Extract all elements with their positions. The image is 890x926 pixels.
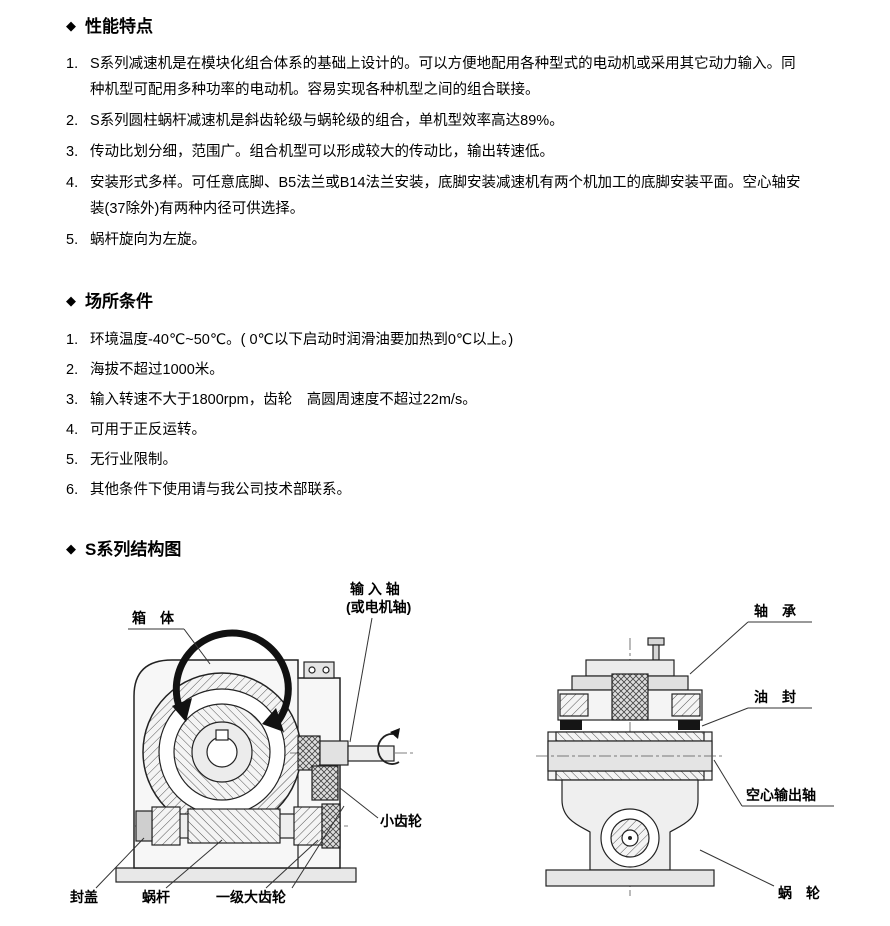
label-housing: 箱 体 (132, 610, 175, 626)
gearbox-side-view (115, 629, 414, 883)
list-item: 1. 环境温度-40℃~50℃。( 0℃以下启动时润滑油要加热到0℃以上。) (66, 326, 802, 355)
label-bearing: 轴 承 (754, 603, 796, 619)
item-text: 无行业限制。 (90, 452, 177, 468)
list-item: 5. 无行业限制。 (66, 446, 802, 475)
label-input-shaft: 输 入 轴 (350, 581, 400, 597)
label-oil-seal: 油 封 (754, 689, 796, 705)
list-item: 2. 海拔不超过1000米。 (66, 356, 802, 385)
item-number: 5. (66, 452, 79, 468)
list-item: 2. S系列圆柱蜗杆减速机是斜齿轮级与蜗轮级的组合，单机型效率高达89%。 (66, 108, 802, 134)
structure-diagram-figure: 箱 体 输 入 轴 (或电机轴) 小齿轮 封盖 蜗杆 一级大齿轮 (0, 574, 890, 924)
item-text: 蜗杆旋向为左旋。 (90, 232, 206, 248)
condition-list: 1. 环境温度-40℃~50℃。( 0℃以下启动时润滑油要加热到0℃以上。) 2… (66, 326, 802, 505)
label-input-shaft-sub: (或电机轴) (346, 599, 411, 615)
item-number: 4. (66, 422, 79, 438)
list-item: 3. 传动比划分细，范围广。组合机型可以形成较大的传动比，输出转速低。 (66, 139, 802, 165)
item-number: 6. (66, 482, 79, 498)
label-first-stage-gear: 一级大齿轮 (216, 889, 286, 905)
section-view-callouts: 轴 承 油 封 空心输出轴 蜗 轮 (689, 603, 834, 901)
item-number: 5. (66, 232, 79, 248)
item-text: 海拔不超过1000米。 (90, 362, 224, 378)
list-item: 6. 其他条件下使用请与我公司技术部联系。 (66, 476, 802, 505)
list-item: 4. 可用于正反运转。 (66, 416, 802, 445)
section-site-conditions: ◆ 场所条件 1. 环境温度-40℃~50℃。( 0℃以下启动时润滑油要加热到0… (66, 287, 802, 505)
section-heading-structure: ◆ S系列结构图 (66, 535, 802, 560)
section-heading-conditions: ◆ 场所条件 (66, 287, 802, 312)
list-item: 5. 蜗杆旋向为左旋。 (66, 227, 802, 253)
item-number: 3. (66, 392, 79, 408)
section-title-structure: S系列结构图 (85, 540, 182, 559)
item-text: S系列圆柱蜗杆减速机是斜齿轮级与蜗轮级的组合，单机型效率高达89%。 (90, 113, 564, 129)
label-worm-wheel: 蜗 轮 (778, 885, 820, 901)
item-number: 1. (66, 332, 79, 348)
item-text: 输入转速不大于1800rpm，齿轮 高圆周速度不超过22m/s。 (90, 392, 477, 408)
item-number: 3. (66, 144, 79, 160)
feature-list: 1. S系列减速机是在模块化组合体系的基础上设计的。可以方便地配用各种型式的电动… (66, 51, 802, 253)
list-item: 4. 安装形式多样。可任意底脚、B5法兰或B14法兰安装，底脚安装减速机有两个机… (66, 170, 802, 222)
item-text: S系列减速机是在模块化组合体系的基础上设计的。可以方便地配用各种型式的电动机或采… (90, 56, 796, 98)
label-worm: 蜗杆 (142, 889, 170, 905)
label-pinion: 小齿轮 (380, 813, 422, 829)
item-text: 传动比划分细，范围广。组合机型可以形成较大的传动比，输出转速低。 (90, 144, 554, 160)
section-title-features: 性能特点 (85, 17, 153, 36)
item-text: 可用于正反运转。 (90, 422, 206, 438)
item-number: 1. (66, 56, 79, 72)
label-hollow-output-shaft: 空心输出轴 (746, 787, 816, 803)
item-text: 安装形式多样。可任意底脚、B5法兰或B14法兰安装，底脚安装减速机有两个机加工的… (90, 175, 801, 217)
diamond-bullet-icon: ◆ (66, 541, 76, 556)
gearbox-section-view (536, 637, 724, 896)
section-title-conditions: 场所条件 (85, 292, 153, 311)
label-end-cover: 封盖 (70, 889, 98, 905)
item-text: 其他条件下使用请与我公司技术部联系。 (90, 482, 351, 498)
item-text: 环境温度-40℃~50℃。( 0℃以下启动时润滑油要加热到0℃以上。) (90, 332, 514, 348)
structure-diagram-svg: 箱 体 输 入 轴 (或电机轴) 小齿轮 封盖 蜗杆 一级大齿轮 (70, 581, 834, 905)
side-view-callouts: 箱 体 输 入 轴 (或电机轴) 小齿轮 封盖 蜗杆 一级大齿轮 (70, 581, 422, 905)
section-performance-features: ◆ 性能特点 1. S系列减速机是在模块化组合体系的基础上设计的。可以方便地配用… (66, 12, 802, 253)
item-number: 4. (66, 175, 79, 191)
list-item: 1. S系列减速机是在模块化组合体系的基础上设计的。可以方便地配用各种型式的电动… (66, 51, 802, 103)
diamond-bullet-icon: ◆ (66, 18, 76, 33)
diamond-bullet-icon: ◆ (66, 293, 76, 308)
list-item: 3. 输入转速不大于1800rpm，齿轮 高圆周速度不超过22m/s。 (66, 386, 802, 415)
item-number: 2. (66, 113, 79, 129)
section-heading-features: ◆ 性能特点 (66, 12, 802, 37)
section-structure-diagram: ◆ S系列结构图 (66, 535, 834, 924)
item-number: 2. (66, 362, 79, 378)
